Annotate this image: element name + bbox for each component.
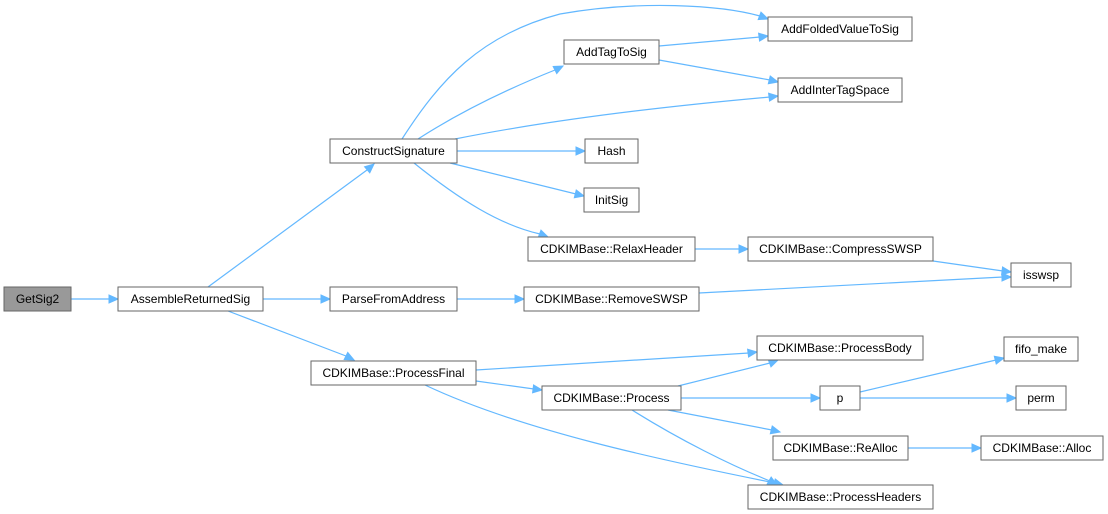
node-relax-header[interactable]: CDKIMBase::RelaxHeader bbox=[527, 236, 696, 262]
node-p[interactable]: p bbox=[819, 385, 861, 411]
edge-construct-to-relax bbox=[413, 162, 550, 239]
arrowhead-construct-to-hash bbox=[575, 146, 587, 156]
edge-compress-to-isswsp bbox=[932, 260, 1013, 276]
edge-construct-to-addinter bbox=[454, 92, 780, 140]
edge-process-to-realloc bbox=[667, 409, 782, 435]
edge-assemble-to-construct bbox=[207, 163, 375, 288]
arrowhead-parsefrom-to-removeswsp bbox=[514, 294, 526, 304]
node-parsefrom-label: ParseFromAddress bbox=[342, 292, 445, 306]
edge-processfinal-to-process bbox=[475, 380, 544, 394]
arrowhead-assemble-to-parsefrom bbox=[320, 294, 332, 304]
edge-p-to-perm bbox=[860, 393, 1018, 403]
node-process-label: CDKIMBase::Process bbox=[553, 391, 669, 405]
arrowhead-removeswsp-to-isswsp bbox=[1001, 272, 1013, 282]
node-addtag-label: AddTagToSig bbox=[576, 45, 647, 59]
node-addfolded-label: AddFoldedValueToSig bbox=[781, 22, 899, 36]
node-construct-label: ConstructSignature bbox=[342, 144, 445, 158]
arrowhead-realloc-to-alloc bbox=[971, 443, 983, 453]
node-isswsp[interactable]: isswsp bbox=[1010, 262, 1072, 288]
arrowhead-addtag-to-addinter bbox=[767, 75, 780, 85]
arrowhead-p-to-perm bbox=[1006, 393, 1018, 403]
node-fifo-label: fifo_make bbox=[1015, 342, 1067, 356]
node-perm[interactable]: perm bbox=[1015, 385, 1067, 411]
node-processbody-label: CDKIMBase::ProcessBody bbox=[768, 341, 911, 355]
arrowhead-process-to-realloc bbox=[769, 425, 782, 435]
edge-construct-to-initsig bbox=[449, 162, 586, 199]
node-isswsp-label: isswsp bbox=[1023, 268, 1059, 282]
arrowhead-construct-to-addtag bbox=[552, 65, 565, 75]
edge-p-to-fifo bbox=[859, 355, 1006, 393]
node-processfinal-label: CDKIMBase::ProcessFinal bbox=[322, 366, 464, 380]
arrowhead-relax-to-compress bbox=[738, 244, 750, 254]
node-compress-label: CDKIMBase::CompressSWSP bbox=[759, 242, 922, 256]
edge-construct-to-addfolded bbox=[401, 4, 770, 140]
node-process-body[interactable]: CDKIMBase::ProcessBody bbox=[756, 335, 924, 361]
node-add-folded-value-to-sig[interactable]: AddFoldedValueToSig bbox=[767, 16, 913, 42]
node-hash[interactable]: Hash bbox=[584, 138, 639, 164]
node-relax-label: CDKIMBase::RelaxHeader bbox=[540, 242, 683, 256]
node-assemble-label: AssembleReturnedSig bbox=[131, 292, 250, 306]
node-headers-label: CDKIMBase::ProcessHeaders bbox=[760, 490, 921, 504]
edge-realloc-to-alloc bbox=[908, 443, 983, 453]
arrowhead-assemble-to-processfinal bbox=[343, 351, 356, 361]
arrowhead-process-to-p bbox=[810, 393, 822, 403]
node-construct-signature[interactable]: ConstructSignature bbox=[329, 138, 458, 164]
node-perm-label: perm bbox=[1027, 391, 1054, 405]
node-hash-label: Hash bbox=[597, 144, 625, 158]
node-add-tag-to-sig[interactable]: AddTagToSig bbox=[563, 39, 660, 65]
node-compress-swsp[interactable]: CDKIMBase::CompressSWSP bbox=[747, 236, 934, 262]
arrowhead-getsig2-to-assemble bbox=[108, 294, 120, 304]
edge-assemble-to-parsefrom bbox=[263, 294, 332, 304]
arrowhead-construct-to-addfolded bbox=[757, 11, 770, 21]
edge-relax-to-compress bbox=[695, 244, 750, 254]
node-process[interactable]: CDKIMBase::Process bbox=[541, 385, 682, 411]
node-init-sig[interactable]: InitSig bbox=[583, 187, 640, 213]
arrowhead-construct-to-addinter bbox=[767, 92, 780, 102]
node-process-final[interactable]: CDKIMBase::ProcessFinal bbox=[310, 360, 477, 386]
node-assemble-returned-sig[interactable]: AssembleReturnedSig bbox=[117, 286, 264, 312]
node-remove-swsp[interactable]: CDKIMBase::RemoveSWSP bbox=[523, 286, 700, 312]
arrowhead-compress-to-isswsp bbox=[1000, 266, 1013, 276]
edge-process-to-headers bbox=[631, 409, 779, 486]
node-getsig2-label: GetSig2 bbox=[16, 292, 60, 306]
edge-assemble-to-processfinal bbox=[227, 310, 356, 361]
arrowhead-construct-to-initsig bbox=[573, 189, 586, 199]
edge-construct-to-hash bbox=[457, 146, 587, 156]
arrowhead-processfinal-to-processbody bbox=[746, 348, 759, 358]
edge-processfinal-to-processbody bbox=[475, 348, 759, 371]
arrowhead-p-to-fifo bbox=[993, 355, 1006, 365]
edge-addtag-to-addinter bbox=[658, 59, 780, 85]
node-initsig-label: InitSig bbox=[595, 193, 628, 207]
edge-process-to-processbody bbox=[677, 358, 780, 387]
node-alloc-label: CDKIMBase::Alloc bbox=[993, 441, 1092, 455]
arrowhead-processfinal-to-process bbox=[531, 384, 544, 394]
arrowhead-assemble-to-construct bbox=[363, 163, 375, 174]
node-removeswsp-label: CDKIMBase::RemoveSWSP bbox=[535, 292, 688, 306]
node-realloc[interactable]: CDKIMBase::ReAlloc bbox=[772, 435, 909, 461]
node-parse-from-address[interactable]: ParseFromAddress bbox=[329, 286, 458, 312]
edge-parsefrom-to-removeswsp bbox=[457, 294, 526, 304]
node-fifo-make[interactable]: fifo_make bbox=[1003, 336, 1079, 362]
edge-construct-to-addtag bbox=[417, 65, 565, 140]
node-realloc-label: CDKIMBase::ReAlloc bbox=[783, 441, 897, 455]
edge-addtag-to-addfolded bbox=[658, 32, 770, 47]
node-add-inter-tag-space[interactable]: AddInterTagSpace bbox=[777, 77, 903, 103]
node-p-label: p bbox=[837, 391, 844, 405]
edge-removeswsp-to-isswsp bbox=[698, 272, 1013, 294]
arrowhead-process-to-processbody bbox=[767, 358, 780, 368]
node-addinter-label: AddInterTagSpace bbox=[791, 83, 890, 97]
edge-getsig2-to-assemble bbox=[71, 294, 120, 304]
node-process-headers[interactable]: CDKIMBase::ProcessHeaders bbox=[747, 484, 934, 510]
edges-layer bbox=[71, 4, 1018, 488]
node-getsig2[interactable]: GetSig2 bbox=[3, 286, 72, 312]
edge-process-to-p bbox=[681, 393, 822, 403]
arrowhead-construct-to-relax bbox=[537, 229, 550, 239]
node-alloc[interactable]: CDKIMBase::Alloc bbox=[980, 435, 1104, 461]
arrowhead-addtag-to-addfolded bbox=[757, 32, 770, 42]
